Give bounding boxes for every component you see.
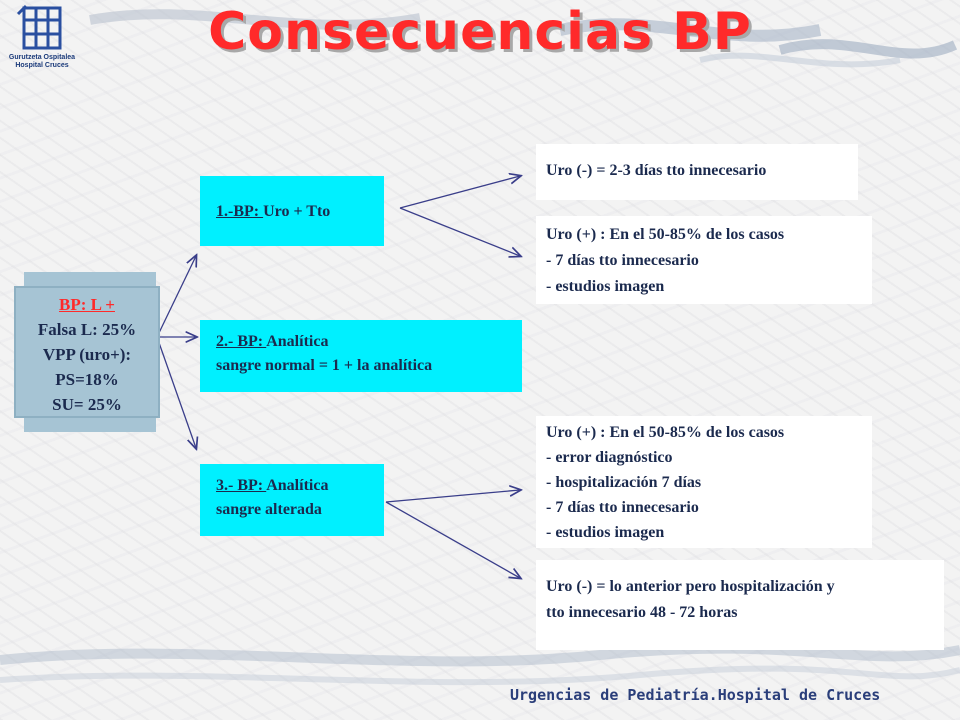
branch-1-label: 1.-BP: (216, 203, 264, 220)
footer-swirl-decoration (0, 643, 960, 686)
branch-2-box: 2.- BP: Analítica sangre normal = 1 + la… (200, 320, 522, 392)
outcome-3a-line: Uro (+) : En el 50-85% de los casos (546, 424, 785, 441)
logo-text: Gurutzeta Ospitalea Hospital Cruces (8, 54, 76, 69)
page-title: Consecuencias BP (208, 2, 752, 62)
bp-box-title: BP: L + (59, 295, 115, 314)
outcome-3a-box: Uro (+) : En el 50-85% de los casos - er… (536, 416, 872, 548)
branch-1-box: 1.-BP: Uro + Tto (200, 176, 384, 246)
outcome-1b-line: Uro (+) : En el 50-85% de los casos (546, 226, 785, 243)
bp-box-line: SU= 25% (52, 395, 122, 414)
branch-2-label: 2.- BP: (216, 333, 267, 350)
hospital-logo: Gurutzeta Ospitalea Hospital Cruces (4, 4, 80, 76)
bp-box-line: Falsa L: 25% (37, 320, 137, 339)
outcome-1b-box: Uro (+) : En el 50-85% de los casos - 7 … (536, 216, 872, 304)
bp-box-line: PS=18% (55, 370, 119, 389)
branch-1-text: Uro + Tto (263, 203, 331, 220)
branch-3-line2: sangre alterada (216, 501, 322, 518)
outcome-3a-line: - error diagnóstico (546, 449, 673, 466)
outcome-1b-line: - estudios imagen (546, 278, 665, 295)
hospital-logo-icon (16, 4, 62, 50)
bp-box-line: VPP (uro+): (42, 345, 132, 364)
bp-box-content: BP: L + Falsa L: 25% VPP (uro+): PS=18% … (14, 286, 160, 418)
outcome-1a-box: Uro (-) = 2-3 días tto innecesario (536, 144, 858, 200)
branch-2-line2: sangre normal = 1 + la analítica (216, 357, 433, 374)
outcome-3b-line: tto innecesario 48 - 72 horas (546, 604, 738, 621)
header-swirl-decoration (89, 9, 958, 68)
branch-2-text: Analítica (266, 333, 329, 350)
outcome-1a-text: Uro (-) = 2-3 días tto innecesario (546, 162, 767, 179)
branch-3-text: Analítica (266, 477, 329, 494)
branch-3-label: 3.- BP: (216, 477, 267, 494)
outcome-3b-box: Uro (-) = lo anterior pero hospitalizaci… (536, 560, 944, 650)
bp-summary-box: BP: L + Falsa L: 25% VPP (uro+): PS=18% … (14, 272, 160, 432)
outcome-1b-line: - 7 días tto innecesario (546, 252, 699, 269)
outcome-3a-line: - estudios imagen (546, 524, 665, 541)
footer-text: Urgencias de Pediatría.Hospital de Cruce… (510, 686, 881, 704)
outcome-3a-line: - 7 días tto innecesario (546, 499, 699, 516)
outcome-3a-line: - hospitalización 7 días (546, 474, 702, 491)
branch-3-box: 3.- BP: Analítica sangre alterada (200, 464, 384, 536)
outcome-3b-line: Uro (-) = lo anterior pero hospitalizaci… (546, 578, 835, 595)
